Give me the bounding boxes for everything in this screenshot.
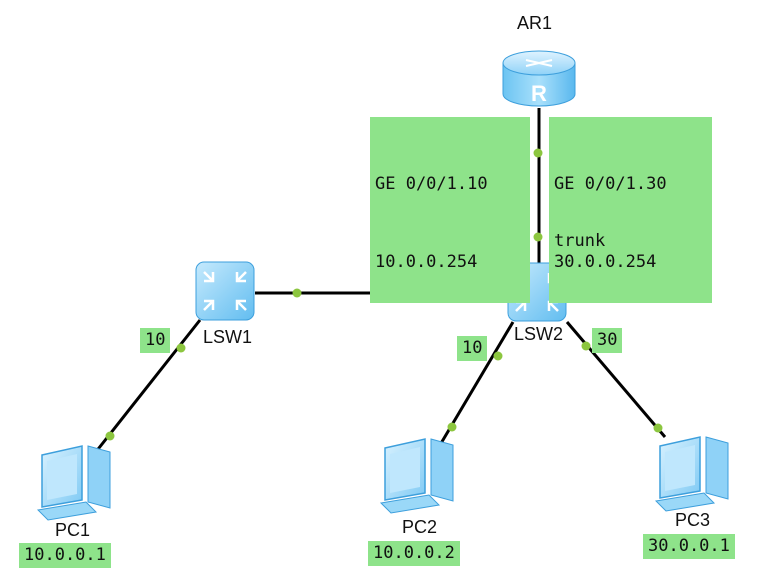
vlan-tag-lsw1-pc1: 10 bbox=[140, 328, 171, 353]
interface-tag-ar1-sub30: GE 0/0/1.30 30.0.0.254 bbox=[549, 117, 712, 303]
pc-icon[interactable] bbox=[379, 438, 454, 514]
port-dot bbox=[533, 232, 543, 242]
interface-ip: 30.0.0.254 bbox=[554, 252, 657, 272]
device-label-pc3: PC3 bbox=[675, 510, 711, 530]
port-dot bbox=[176, 343, 186, 353]
ip-tag-pc2: 10.0.0.2 bbox=[368, 541, 460, 566]
port-dot bbox=[105, 431, 115, 441]
pc-icon[interactable] bbox=[654, 436, 729, 512]
device-label-lsw2: LSW2 bbox=[514, 324, 564, 344]
trunk-tag: trunk bbox=[549, 229, 611, 254]
port-dot bbox=[447, 422, 457, 432]
svg-text:R: R bbox=[531, 81, 547, 106]
interface-port: GE 0/0/1.30 bbox=[554, 174, 667, 194]
port-dot bbox=[581, 341, 591, 351]
link-lsw1-pc1 bbox=[93, 319, 202, 454]
device-label-lsw1: LSW1 bbox=[203, 327, 253, 347]
port-dot bbox=[292, 288, 302, 298]
device-label-ar1: AR1 bbox=[517, 13, 553, 33]
ip-tag-pc1: 10.0.0.1 bbox=[19, 543, 111, 568]
switch-icon[interactable] bbox=[195, 261, 255, 321]
vlan-tag-lsw2-pc2: 10 bbox=[457, 336, 488, 361]
port-dot bbox=[653, 423, 663, 433]
device-label-pc1: PC1 bbox=[55, 520, 91, 540]
pc-icon[interactable] bbox=[36, 445, 111, 521]
device-label-pc2: PC2 bbox=[402, 517, 438, 537]
interface-ip: 10.0.0.254 bbox=[375, 252, 478, 272]
port-dot bbox=[493, 351, 503, 361]
router-icon[interactable]: R bbox=[502, 50, 576, 107]
interface-port: GE 0/0/1.10 bbox=[375, 174, 488, 194]
link-lsw2-pc3 bbox=[565, 321, 667, 438]
ip-tag-pc3: 30.0.0.1 bbox=[643, 534, 735, 559]
vlan-tag-lsw2-pc3: 30 bbox=[592, 328, 623, 353]
port-dot bbox=[533, 148, 543, 158]
interface-tag-ar1-sub10: GE 0/0/1.10 10.0.0.254 bbox=[370, 117, 530, 303]
